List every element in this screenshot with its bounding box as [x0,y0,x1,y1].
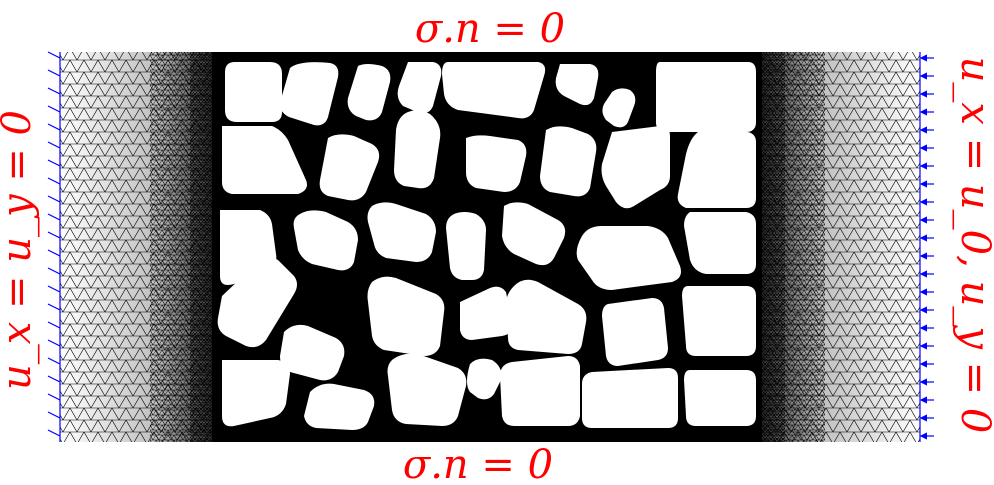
pore [677,132,756,208]
pore [319,134,380,201]
pore [347,64,391,121]
left-mesh-region [60,52,220,442]
pore [602,298,668,366]
support-arrow [47,411,61,419]
bottom-boundary-label: σ.n = 0 [403,442,553,485]
pore [656,62,756,132]
pore [217,257,297,348]
pore [506,279,587,354]
support-arrow [47,429,61,437]
pore [293,210,358,271]
pore [684,212,756,274]
pore [367,202,436,262]
support-arrow [47,141,61,149]
pore [601,126,670,209]
support-arrow [47,249,61,257]
pore [460,286,513,340]
support-arrow [47,159,61,167]
pore [467,358,502,400]
support-arrow [47,105,61,113]
right-load-arrows [919,52,934,442]
pore [466,135,527,192]
pore [555,64,599,106]
pore [446,212,486,280]
pore [222,126,307,194]
support-arrow [47,267,61,275]
pore [502,202,566,266]
pore [397,62,442,114]
support-arrow [47,357,61,365]
support-arrow [47,393,61,401]
support-arrow [47,339,61,347]
support-arrow [47,375,61,383]
right-mesh-region [755,52,920,442]
pore [222,360,290,427]
porous-block [212,52,762,442]
support-arrow [47,213,61,221]
support-arrow [47,231,61,239]
pore [280,62,339,126]
support-arrow [47,51,61,59]
top-boundary-label: σ.n = 0 [415,6,565,52]
right-boundary-label: u_x = u_0, u_y = 0 [952,57,994,434]
pore [684,370,756,426]
support-arrow [47,69,61,77]
left-support-arrows [47,51,61,442]
left-boundary-label: u_x = u_y = 0 [0,110,40,390]
support-arrow [47,321,61,329]
pore [225,62,282,122]
pore [442,62,546,119]
support-arrow [47,123,61,131]
pore [540,126,597,197]
pore [602,88,636,128]
support-arrow [47,303,61,311]
pore [682,286,756,356]
pore [280,324,345,381]
pore [387,353,467,426]
support-arrow [47,177,61,185]
pore [500,356,580,426]
pore [576,226,681,290]
pore [304,383,375,430]
support-arrow [47,87,61,95]
pore [367,276,445,356]
pore [582,368,678,428]
pore [394,110,441,189]
support-arrow [47,285,61,293]
support-arrow [47,195,61,203]
